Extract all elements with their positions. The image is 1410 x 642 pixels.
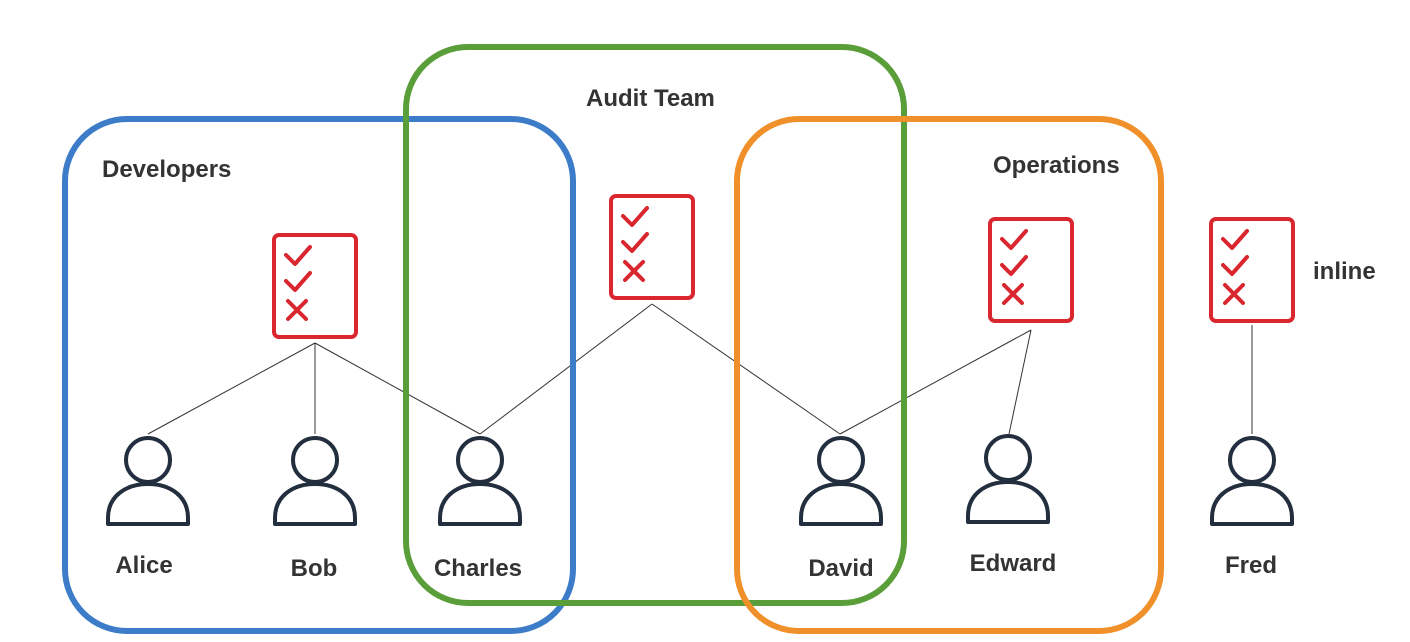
inline-policy-document-icon [1209, 217, 1295, 323]
developers-policy-document-icon [272, 233, 358, 339]
operations-policy-document-icon [988, 217, 1074, 323]
alice-user-icon [106, 436, 190, 526]
connector-dev-alice [147, 342, 316, 435]
inline-policy-label: inline [1313, 258, 1376, 285]
audit-team-policy-document-icon [609, 194, 695, 300]
edward-user-icon [966, 434, 1050, 524]
bob-user-icon [273, 436, 357, 526]
connector-ops-david [839, 329, 1032, 435]
bob-name: Bob [291, 555, 338, 582]
edward-name: Edward [970, 550, 1057, 577]
audit-team-group-box [403, 44, 907, 606]
connector-audit-david [651, 303, 841, 435]
david-user-icon [799, 436, 883, 526]
connector-audit-charles [479, 303, 653, 435]
alice-name: Alice [115, 552, 172, 579]
charles-user-icon [438, 436, 522, 526]
connectors [147, 303, 1253, 435]
fred-name: Fred [1225, 552, 1277, 579]
fred-user-icon [1210, 436, 1294, 526]
operations-group-label: Operations [993, 152, 1120, 179]
developers-group-box [62, 116, 576, 634]
charles-name: Charles [434, 555, 522, 582]
developers-group-label: Developers [102, 156, 231, 183]
connector-dev-charles [314, 342, 481, 435]
david-name: David [808, 555, 873, 582]
operations-group-box [734, 116, 1164, 634]
connector-ops-edward [1008, 329, 1032, 435]
audit-team-group-label: Audit Team [586, 85, 715, 112]
